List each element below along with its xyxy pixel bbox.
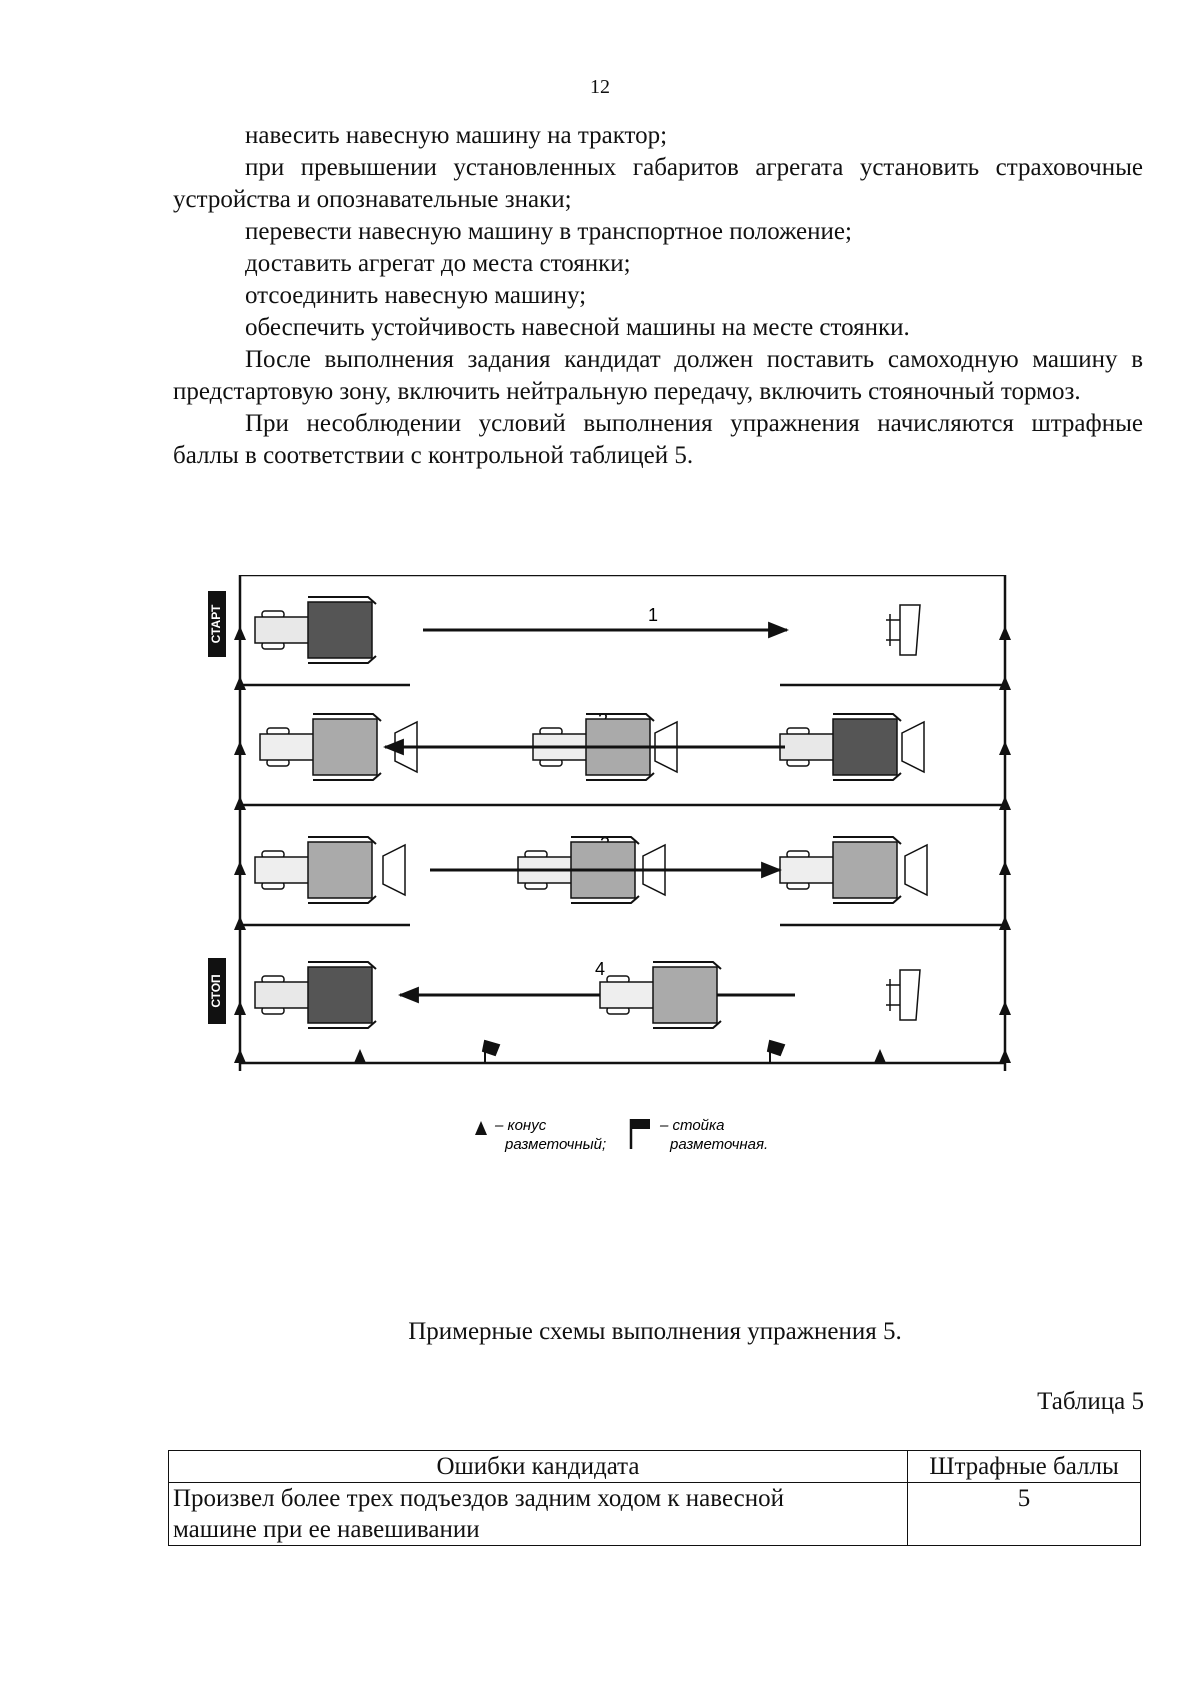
tractor-icon xyxy=(254,836,377,904)
start-label: СТАРТ xyxy=(208,591,226,657)
points-cell: 5 xyxy=(907,1482,1141,1546)
lane-3: 3 xyxy=(254,834,928,904)
lane-number: 1 xyxy=(648,605,658,625)
body-text: навесить навесную машину на трактор; при… xyxy=(173,120,1143,472)
svg-text:– конус: – конус xyxy=(494,1117,547,1134)
lane-1: 1 xyxy=(254,596,921,664)
cone-icon xyxy=(475,1121,487,1135)
svg-text:разметочная.: разметочная. xyxy=(669,1136,768,1153)
table-row: Произвел более трех подъездов задним ход… xyxy=(168,1482,1141,1546)
table-label: Таблица 5 xyxy=(1037,1388,1144,1415)
tractor-icon xyxy=(254,596,377,664)
paragraph: отсоединить навесную машину; xyxy=(245,282,587,309)
paragraph: обеспечить устойчивость навесной машины … xyxy=(245,314,910,341)
svg-text:СТАРТ: СТАРТ xyxy=(209,604,223,643)
lane-number: 4 xyxy=(595,959,605,979)
svg-text:– стойка: – стойка xyxy=(659,1117,724,1134)
paragraph: При несоблюдении условий выполнения упра… xyxy=(173,410,1143,469)
implement-icon xyxy=(885,604,921,656)
lane-2: 2 xyxy=(259,710,925,781)
tractor-icon xyxy=(779,836,902,904)
figure-caption: Примерные схемы выполнения упражнения 5. xyxy=(408,1318,902,1345)
course-boundaries xyxy=(238,575,1007,1071)
error-text-line: машине при ее навешивании xyxy=(173,1516,480,1543)
column-header: Ошибки кандидата xyxy=(168,1450,908,1483)
legend: – конус разметочный; – стойка разметочна… xyxy=(475,1117,768,1153)
exercise-scheme-diagram: СТАРТ СТОП 1 2 3 4 xyxy=(208,575,1011,1153)
implement-icon xyxy=(382,844,406,896)
error-cell: Произвел более трех подъездов задним ход… xyxy=(168,1482,908,1546)
stop-label: СТОП xyxy=(208,958,226,1024)
error-text-line: Произвел более трех подъездов задним ход… xyxy=(173,1485,785,1512)
paragraph: доставить агрегат до места стоянки; xyxy=(245,250,631,277)
implement-icon xyxy=(904,844,928,896)
flag-post-icon xyxy=(481,1039,786,1063)
paragraph: После выполнения задания кандидат должен… xyxy=(173,346,1143,405)
implement-icon xyxy=(901,721,925,773)
tractor-icon xyxy=(254,961,377,1029)
tractor-icon xyxy=(779,713,902,781)
page-number: 12 xyxy=(590,76,610,98)
svg-text:разметочный;: разметочный; xyxy=(504,1136,606,1153)
lane-4: 4 xyxy=(254,959,921,1029)
paragraph: при превышении установленных габаритов а… xyxy=(173,154,1143,213)
table-header-row: Ошибки кандидата Штрафные баллы xyxy=(168,1450,1141,1483)
column-header: Штрафные баллы xyxy=(907,1450,1141,1483)
svg-text:СТОП: СТОП xyxy=(209,974,223,1007)
paragraph: навесить навесную машину на трактор; xyxy=(245,122,668,149)
flag-post-icon xyxy=(629,1119,650,1149)
tractor-icon xyxy=(259,713,382,781)
implement-icon xyxy=(885,969,921,1021)
penalty-table: Ошибки кандидата Штрафные баллы Произвел… xyxy=(168,1450,1141,1546)
paragraph: перевести навесную машину в транспортное… xyxy=(245,218,852,245)
tractor-icon xyxy=(599,961,722,1029)
